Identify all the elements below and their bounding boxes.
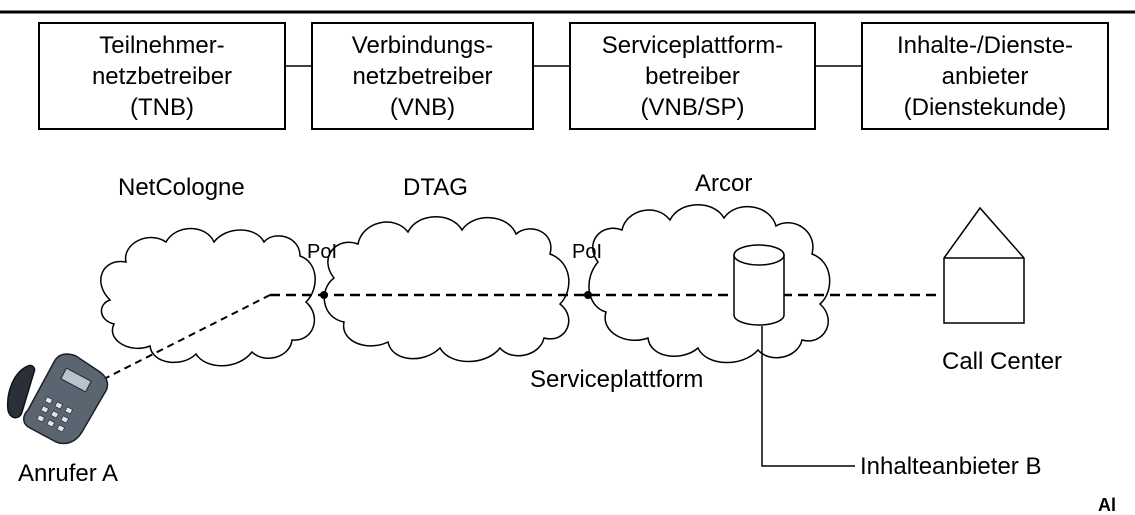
network-label-arcor: Arcor	[695, 170, 753, 197]
role-box-sp: Serviceplattform- betreiber (VNB/SP)	[569, 22, 816, 130]
role-box-tnb-line1: Teilnehmer-	[99, 31, 225, 59]
role-box-tnb: Teilnehmer- netzbetreiber (TNB)	[38, 22, 286, 130]
network-label-netcologne: NetCologne	[118, 174, 245, 201]
content-provider-connector	[761, 326, 855, 467]
role-box-content-provider: Inhalte-/Dienste- anbieter (Dienstekunde…	[861, 22, 1109, 130]
role-box-sp-line3: (VNB/SP)	[640, 93, 745, 121]
corner-mark: Al	[1098, 495, 1116, 515]
poi-dot-right	[584, 291, 592, 299]
cloud-netcologne	[100, 227, 316, 367]
role-box-content-provider-line3: (Dienstekunde)	[903, 93, 1067, 121]
network-label-dtag: DTAG	[403, 174, 468, 201]
role-box-vnb-line3: (VNB)	[389, 93, 456, 121]
poi-dot-left	[320, 291, 328, 299]
caller-label: Anrufer A	[18, 460, 119, 487]
role-box-content-provider-line1: Inhalte-/Dienste-	[896, 31, 1074, 59]
telephone-icon	[6, 353, 109, 445]
call-center-icon	[943, 206, 1025, 324]
role-box-sp-line1: Serviceplattform-	[601, 31, 784, 59]
role-box-vnb: Verbindungs- netzbetreiber (VNB)	[311, 22, 534, 130]
role-box-sp-line2: betreiber	[645, 62, 740, 90]
role-box-tnb-line2: netzbetreiber	[91, 62, 233, 90]
role-box-vnb-line2: netzbetreiber	[352, 62, 493, 90]
cloud-arcor	[588, 204, 831, 364]
role-box-tnb-line3: (TNB)	[130, 93, 194, 121]
poi-label-right: PoI	[572, 241, 603, 263]
poi-label-left: PoI	[307, 241, 338, 263]
role-box-content-provider-line2: anbieter	[941, 62, 1029, 90]
service-platform-label: Serviceplattform	[530, 366, 704, 393]
call-center-label: Call Center	[942, 348, 1063, 375]
cloud-dtag	[323, 216, 570, 363]
call-path-caller-branch	[97, 294, 271, 383]
content-provider-label: Inhalteanbieter B	[860, 453, 1042, 480]
role-box-vnb-line1: Verbindungs-	[351, 31, 494, 59]
database-icon	[733, 244, 785, 326]
